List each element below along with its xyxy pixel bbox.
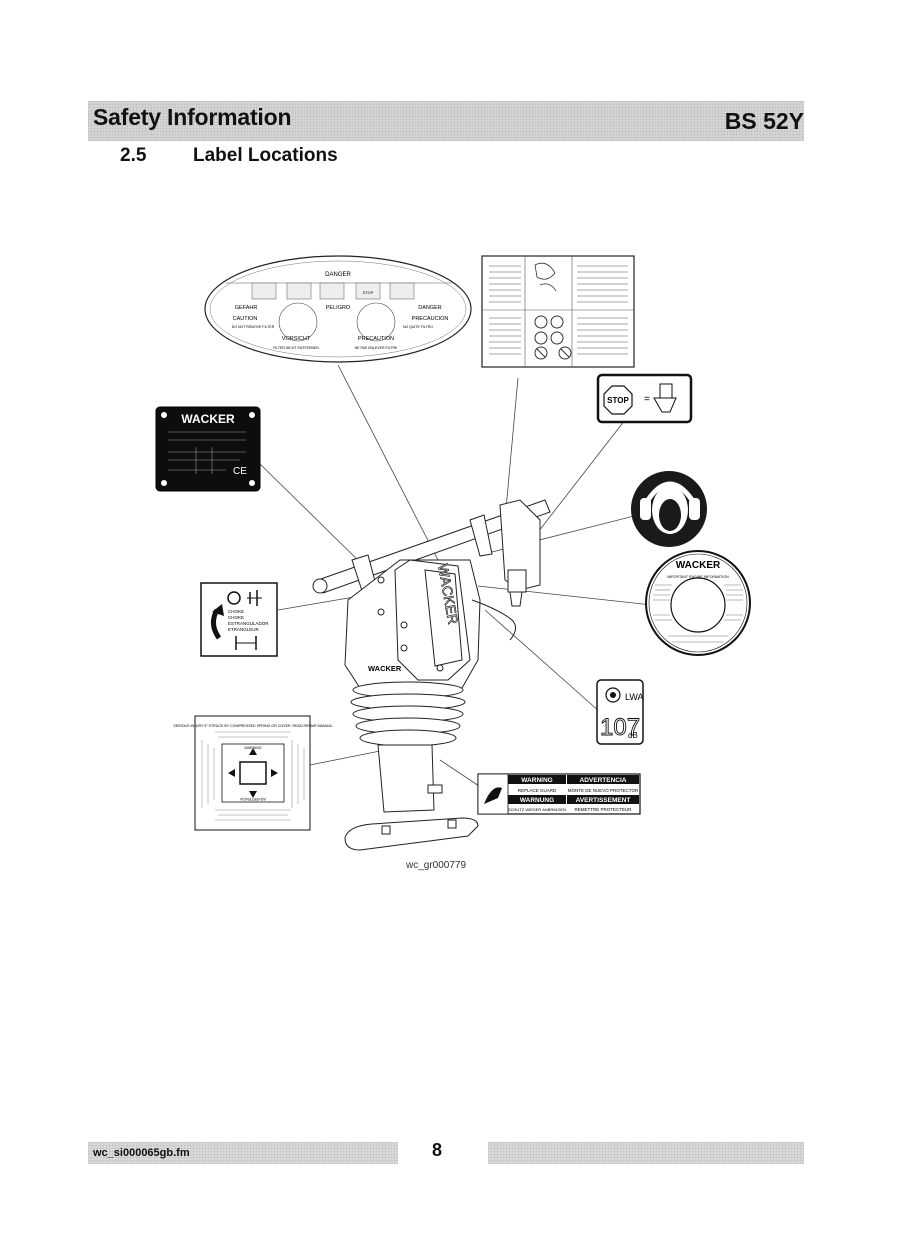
footer-file-name: wc_si000065gb.fm: [93, 1147, 190, 1159]
spring-warning-label: SERIOUS INJURY IF STRUCK BY COMPRESSED S…: [173, 715, 333, 831]
oval-stop: STOP: [363, 290, 374, 295]
oval-peligro: PELIGRO: [326, 305, 351, 311]
sound-value: 107: [600, 714, 640, 741]
oval-gefahr: GEFAHR: [235, 305, 258, 311]
oval-precaucion: PRECAUCION: [412, 316, 449, 322]
spring-warning-text: WARNING: [244, 746, 261, 750]
sound-unit: dB: [628, 731, 638, 740]
section-title: Safety Information: [93, 104, 292, 130]
replace-guard-de: SCHUTZ WIEDER ANBRINGEN: [508, 807, 566, 812]
warning-de: WARNUNG: [520, 797, 554, 804]
page-number: 8: [432, 1140, 443, 1160]
oval-ne-pas: NE PAS ENLEVER FILTRE: [355, 346, 398, 350]
oval-danger: DANGER: [325, 272, 351, 278]
danger-filter-label: STOP DANGER GEFAHR PELIGRO DANGER CAUTIO…: [204, 255, 472, 363]
choke-line-3: ESTRANGULADOR: [228, 621, 269, 626]
oval-danger-2: DANGER: [418, 305, 442, 311]
replace-guard-warning-label: WARNING ADVERTENCIA REPLACE GUARD MONTE …: [477, 773, 641, 815]
spring-top-text: SERIOUS INJURY IF STRUCK BY COMPRESSED S…: [173, 724, 332, 728]
warning-es: ADVERTENCIA: [580, 777, 627, 784]
oval-precaution: PRECAUTION: [358, 336, 394, 342]
oval-vorsicht: VORSICHT: [282, 336, 311, 342]
sound-power-label: LWA 107 dB: [596, 679, 644, 745]
engine-label-brand: WACKER: [676, 560, 721, 571]
choke-line-2: CHOKE: [228, 615, 244, 620]
engine-info-label: WACKER IMPORTANT ENGINE INFORMATION: [645, 550, 751, 656]
nameplate-brand: WACKER: [181, 412, 235, 426]
oval-caution: CAUTION: [233, 316, 258, 322]
header-bar: [88, 101, 804, 141]
nameplate-label: WACKER CE: [155, 406, 261, 492]
choke-line-4: ETRANGLEUR: [228, 627, 260, 632]
hearing-protection-label: [631, 471, 707, 547]
svg-text:=: =: [644, 394, 650, 405]
choke-label: CHOKE CHOKE ESTRANGULADOR ETRANGLEUR: [200, 582, 278, 657]
subsection-title: Label Locations: [193, 145, 338, 166]
choke-line-1: CHOKE: [228, 609, 244, 614]
stop-engine-label: STOP =: [596, 373, 693, 424]
machine-brand-side: WACKER: [368, 664, 402, 673]
oval-do-not-remove: DO NOT REMOVE FILTER: [232, 325, 275, 329]
spring-advertencia-text: ADVERTENCIA: [240, 797, 266, 801]
replace-guard-fr: REMETTRE PROTECTEUR: [574, 807, 632, 812]
subsection-number: 2.5: [120, 145, 147, 166]
footer-right-bar: [488, 1142, 804, 1164]
engine-label-heading: IMPORTANT ENGINE INFORMATION: [667, 575, 729, 579]
replace-guard-en: REPLACE GUARD: [518, 788, 557, 793]
oval-filter-nicht: FILTER NICHT ENTFERNEN: [273, 346, 319, 350]
rammer-machine-drawing: [312, 499, 551, 851]
oval-no-quite: NO QUITE FILTRO: [403, 325, 433, 329]
figure-id: wc_gr000779: [406, 860, 467, 871]
stop-label-text: STOP: [607, 396, 629, 405]
model-name: BS 52Y: [724, 108, 804, 134]
replace-guard-es: MONTE DE NUEVO PROTECTOR: [568, 788, 639, 793]
nameplate-ce: CE: [233, 466, 247, 477]
footer-left-bar: [88, 1142, 398, 1164]
warning-fr: AVERTISSEMENT: [576, 797, 631, 804]
instruction-card-label: [481, 255, 635, 368]
warning-en: WARNING: [521, 777, 552, 784]
sound-lwa: LWA: [625, 692, 644, 702]
